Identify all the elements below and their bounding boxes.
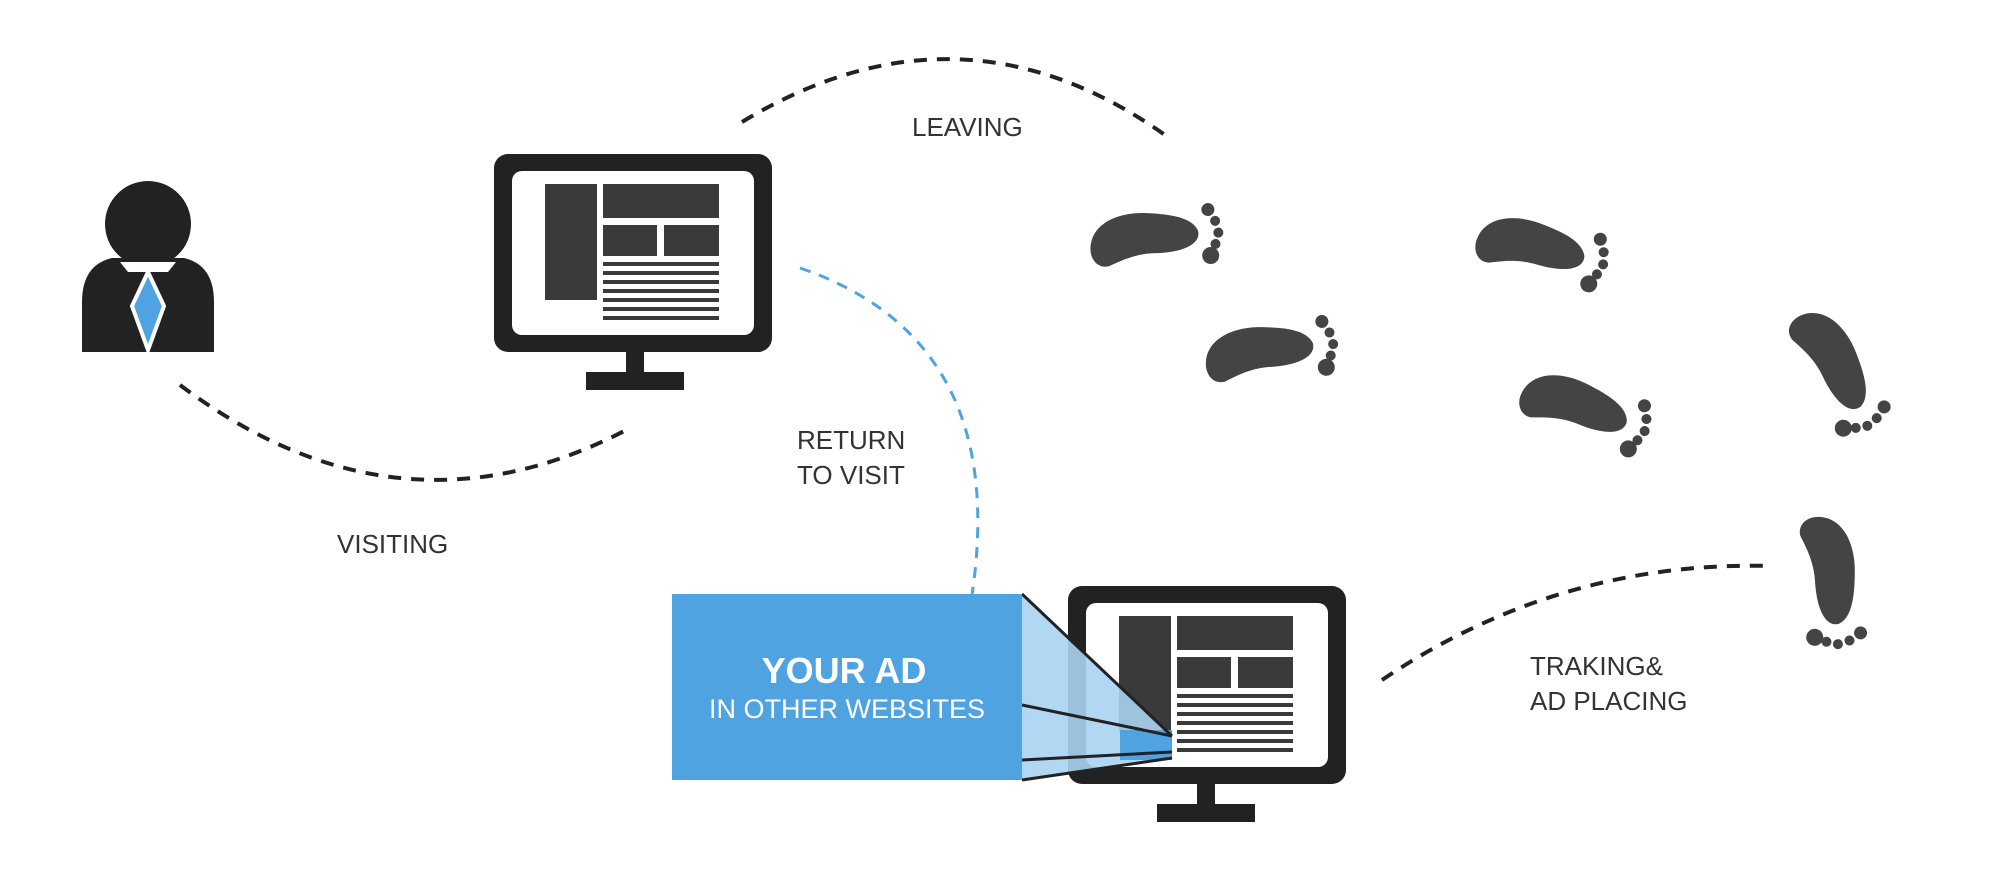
label-leaving: LEAVING <box>912 112 1023 142</box>
ad-box <box>672 594 1022 780</box>
ad-title: YOUR AD <box>762 650 927 691</box>
monitor-icon <box>494 154 772 390</box>
visiting-path <box>178 383 631 482</box>
footprint-icon <box>1789 512 1869 654</box>
label-tracking-line2: AD PLACING <box>1530 686 1688 716</box>
footprint-trail <box>1086 201 1897 654</box>
footprint-icon <box>1086 201 1227 277</box>
ad-callout: YOUR AD IN OTHER WEBSITES <box>672 592 1174 782</box>
footprint-icon <box>1470 207 1615 296</box>
label-return-line2: TO VISIT <box>797 460 905 490</box>
footprint-icon <box>1512 362 1659 462</box>
label-return-line1: RETURN <box>797 425 905 455</box>
user-icon <box>82 181 214 356</box>
footprint-icon <box>1776 298 1897 446</box>
ad-subtitle: IN OTHER WEBSITES <box>709 694 985 724</box>
footprint-icon <box>1201 313 1343 393</box>
monitor-icon <box>1068 586 1346 822</box>
tracking-path <box>1380 563 1773 682</box>
return-path <box>799 266 980 596</box>
label-tracking-line1: TRAKING& <box>1530 651 1663 681</box>
label-visiting: VISITING <box>337 529 448 559</box>
